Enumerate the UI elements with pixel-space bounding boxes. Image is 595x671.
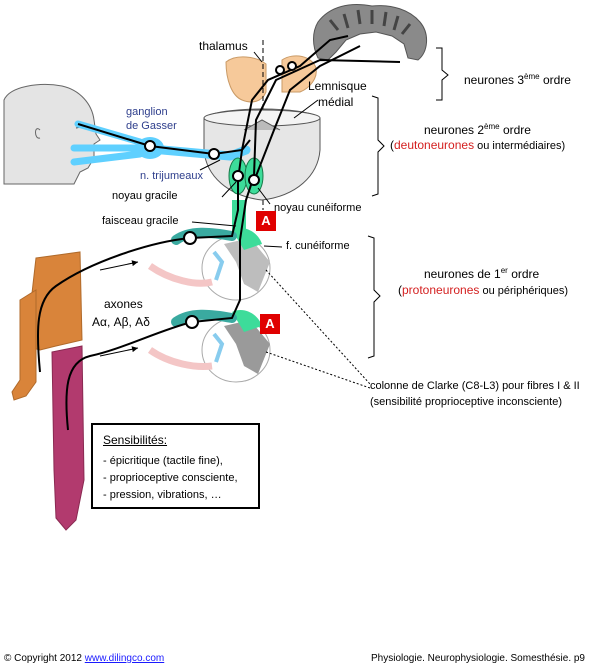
label-lemnisque-1: Lemnisque xyxy=(308,79,367,93)
term-protoneurones: protoneurones xyxy=(402,283,480,297)
spinal-section-upper xyxy=(201,227,271,301)
head-profile xyxy=(3,84,101,185)
label-axones: axones xyxy=(104,297,143,311)
sensibilites-item: - épicritique (tactile fine), xyxy=(103,455,223,467)
term-deutoneurones: deutoneurones xyxy=(394,138,475,152)
label-noyau-gracile: noyau gracile xyxy=(112,190,178,202)
label-lemnisque-2: médial xyxy=(318,95,354,109)
label-second-order: neurones 2ème ordre xyxy=(424,122,531,137)
footer-copyright: © Copyright 2012 www.dilingco.com xyxy=(4,653,165,664)
label-noyau-cuneiforme: noyau cunéiforme xyxy=(274,202,362,214)
spinal-section-lower xyxy=(201,309,271,383)
label-second-order-sub: (deutoneurones ou intermédiaires) xyxy=(390,138,566,153)
sensibilites-box: Sensibilités: - épicritique (tactile fin… xyxy=(91,423,260,509)
label-ganglion-1: ganglion xyxy=(126,106,168,118)
label-thalamus: thalamus xyxy=(199,39,248,53)
thalamus-shape xyxy=(225,56,267,103)
badge-a-upper: A xyxy=(256,211,276,231)
label-f-cuneiforme: f. cunéiforme xyxy=(286,240,350,252)
body xyxy=(11,251,85,531)
footer-title: Physiologie. Neurophysiologie. Somesthés… xyxy=(370,653,585,664)
label-first-order-sub: (protoneurones ou périphériques) xyxy=(398,283,569,298)
label-ganglion-2: de Gasser xyxy=(126,120,177,132)
label-axones-types: Aα, Aβ, Aδ xyxy=(92,315,150,329)
sensibilites-item: - pression, vibrations, … xyxy=(103,489,222,501)
label-third-order: neurones 3ème ordre xyxy=(464,72,571,87)
sensibilites-item: - proprioceptive consciente, xyxy=(103,472,238,484)
label-first-order: neurones de 1er ordre xyxy=(424,266,540,281)
cortex xyxy=(313,4,427,61)
label-faisceau-gracile: faisceau gracile xyxy=(102,215,179,227)
label-clarke-1: colonne de Clarke (C8-L3) pour fibres I … xyxy=(370,380,580,392)
badge-a-lower: A xyxy=(260,314,280,334)
sensibilites-title: Sensibilités: xyxy=(103,433,168,447)
label-clarke-2: (sensibilité proprioceptive inconsciente… xyxy=(370,396,562,408)
label-trijumeaux: n. trijumeaux xyxy=(140,170,203,182)
footer-link[interactable]: www.dilingco.com xyxy=(84,653,165,664)
